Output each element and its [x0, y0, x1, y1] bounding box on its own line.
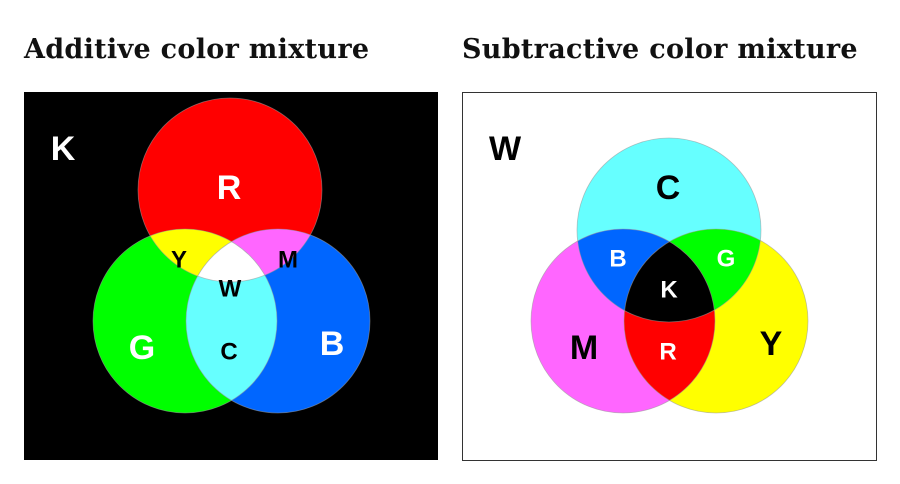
label-b: B: [320, 325, 345, 363]
label-g: G: [129, 329, 155, 367]
label-c: C: [220, 339, 237, 366]
label-g: G: [717, 246, 736, 273]
black-region: [624, 229, 715, 322]
label-m: M: [570, 329, 598, 367]
label-r: R: [217, 169, 242, 207]
label-k: K: [660, 277, 678, 304]
label-k: K: [51, 130, 76, 168]
additive-title: Additive color mixture: [24, 34, 370, 65]
label-b: B: [609, 246, 626, 273]
subtractive-panel: W C B G K M R Y: [462, 92, 877, 461]
label-w: W: [219, 276, 242, 303]
label-m: M: [278, 247, 298, 274]
label-y: Y: [760, 325, 783, 363]
additive-panel: K R Y M W G C B: [24, 92, 438, 460]
label-r: R: [659, 339, 676, 366]
subtractive-title: Subtractive color mixture: [462, 34, 858, 65]
label-w: W: [489, 130, 522, 168]
label-y: Y: [171, 247, 187, 274]
white-region: [186, 229, 277, 282]
label-c: C: [656, 169, 681, 207]
